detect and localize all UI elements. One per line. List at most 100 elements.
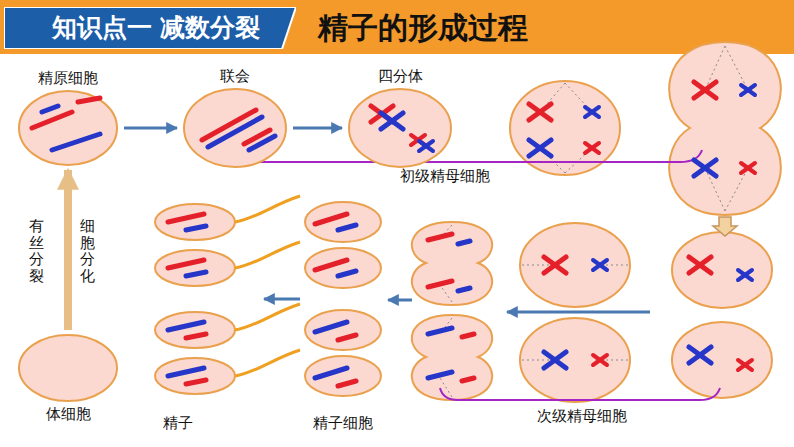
illustration-part <box>593 355 607 365</box>
stage-label: 次级精母细胞 <box>537 407 627 426</box>
illustration-part <box>419 141 433 151</box>
cell-node: 联会 <box>183 66 287 168</box>
illustration-part <box>315 368 347 378</box>
topic-tab: 知识点一 减数分裂 <box>4 7 308 49</box>
illustration-part <box>235 196 300 222</box>
illustration-part <box>315 225 356 378</box>
illustration-part <box>305 310 381 350</box>
illustration-part <box>412 315 492 400</box>
illustration-part <box>235 350 300 376</box>
bracket <box>205 150 720 400</box>
cell-body <box>19 335 117 401</box>
illustration-part <box>713 217 737 236</box>
cells <box>155 42 781 402</box>
illustration-part <box>694 82 716 98</box>
process-arrow <box>293 127 342 130</box>
process-label: 细胞分化 <box>80 218 95 284</box>
illustration-part <box>694 160 716 176</box>
illustration-part <box>315 260 347 270</box>
illustration-part <box>510 81 620 175</box>
illustration-part <box>544 352 566 368</box>
cell-label: 体细胞 <box>12 404 124 424</box>
illustration-part <box>738 270 752 280</box>
illustration-part <box>78 98 100 102</box>
cell-node: 体细胞 <box>18 334 118 424</box>
illustration-part <box>585 107 599 117</box>
cell-outline <box>183 88 287 168</box>
illustration-part <box>52 134 100 150</box>
illustration-part <box>168 226 206 376</box>
illustration-part <box>741 163 755 173</box>
illustration-part <box>186 272 206 276</box>
illustration-part <box>507 311 650 314</box>
illustration-part <box>305 248 381 288</box>
topic-label: 知识点一 减数分裂 <box>4 7 308 49</box>
illustration-part <box>529 104 551 120</box>
illustration-part <box>315 214 356 386</box>
illustration-part <box>428 328 452 334</box>
illustration-part <box>186 334 206 338</box>
illustration-part <box>338 335 356 340</box>
illustration-part <box>689 257 711 273</box>
illustration-part <box>412 222 492 305</box>
illustration-part <box>428 234 474 381</box>
illustration-part <box>462 378 474 381</box>
illustration-part <box>155 358 235 394</box>
illustration-part <box>411 135 425 145</box>
illustration-part <box>428 234 452 240</box>
illustration-part <box>155 204 235 240</box>
illustration-part <box>168 322 204 330</box>
illustration-part <box>315 322 347 332</box>
spindle-fibres <box>440 46 748 397</box>
cell-outline <box>348 88 452 168</box>
illustration-part <box>42 106 58 112</box>
sperm-tails <box>235 196 300 376</box>
illustration-part <box>585 143 599 153</box>
cell-node: 精原细胞 <box>18 68 118 166</box>
page-title: 精子的形成过程 <box>318 8 528 49</box>
process-arrow <box>124 127 177 130</box>
illustration-part <box>338 271 356 276</box>
column-label: 精子 <box>163 414 193 433</box>
illustration-part <box>371 82 755 370</box>
illustration-part <box>235 242 300 268</box>
illustration-part <box>462 334 474 337</box>
stage-label: 初级精母细胞 <box>400 167 490 186</box>
cell-outline <box>18 334 118 402</box>
illustration-part <box>264 298 300 301</box>
illustration-part <box>42 106 100 150</box>
illustration-part <box>208 117 275 150</box>
illustration-part <box>338 225 356 230</box>
illustration-part <box>32 98 474 386</box>
illustration-part <box>689 347 711 363</box>
illustration-part <box>32 112 72 128</box>
illustration-part <box>32 98 100 128</box>
illustration-part <box>388 299 412 302</box>
illustration-part <box>305 202 381 242</box>
illustration-part <box>428 241 470 378</box>
illustration-part <box>669 42 781 215</box>
illustration-part <box>208 117 262 147</box>
illustration-part <box>244 130 270 144</box>
illustration-part <box>428 372 452 378</box>
illustration-part <box>529 140 551 156</box>
cell-body <box>349 89 451 167</box>
illustration-part <box>440 225 452 397</box>
illustration-part <box>186 380 206 384</box>
cell-label: 联会 <box>177 66 293 86</box>
illustration-part <box>155 312 235 348</box>
illustration-part <box>381 113 403 129</box>
illustration-part <box>186 226 206 230</box>
illustration-part <box>338 381 356 386</box>
cell-node: 四分体 <box>348 66 452 168</box>
illustration-part <box>540 83 592 173</box>
header-band <box>0 0 794 54</box>
cell-label: 精原细胞 <box>12 68 124 88</box>
illustration-part <box>202 110 256 140</box>
cell-body <box>19 91 117 165</box>
cell-outline <box>18 90 118 166</box>
illustration-part <box>168 214 204 222</box>
illustration-part <box>305 356 381 396</box>
illustration-part <box>428 281 452 287</box>
illustration-part <box>202 110 270 144</box>
